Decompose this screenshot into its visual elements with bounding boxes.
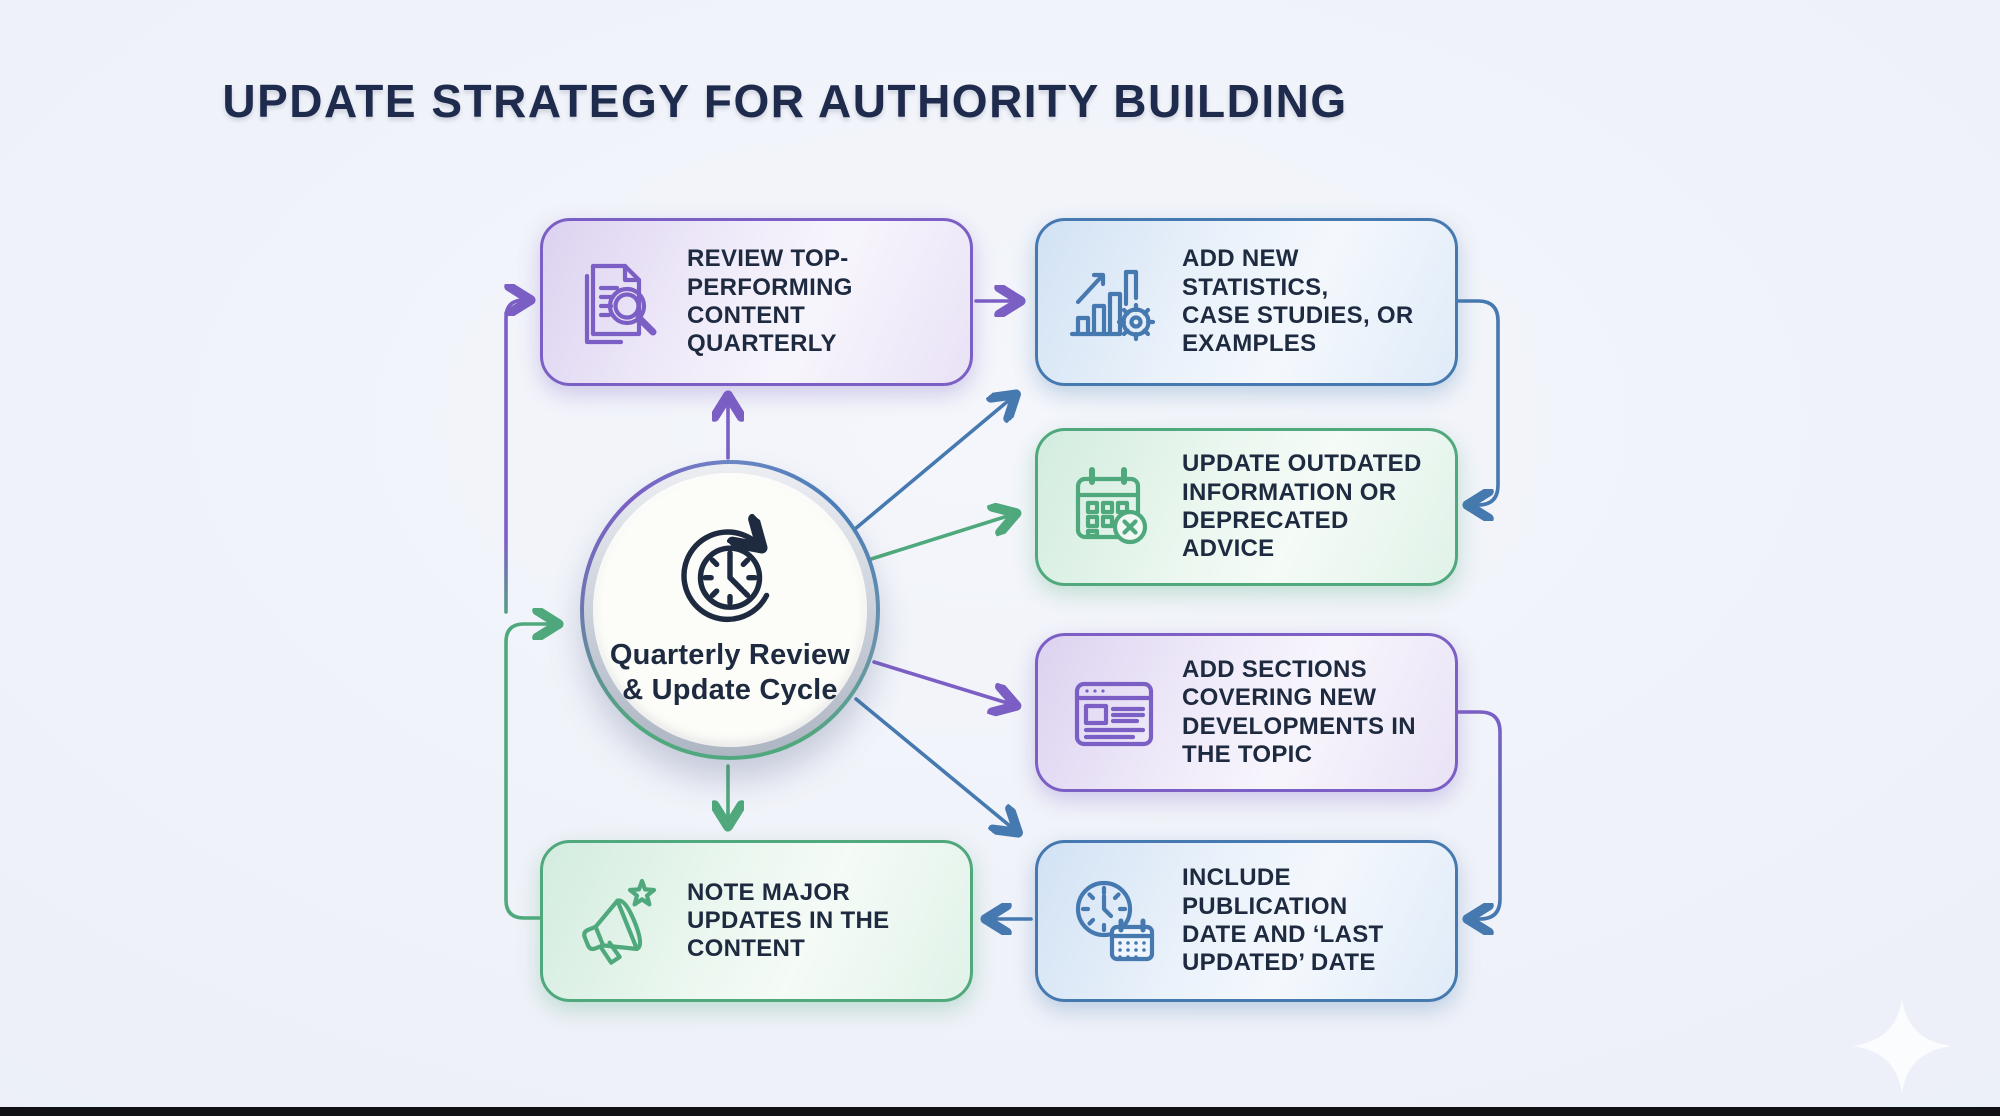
document-magnifier-icon <box>569 252 669 352</box>
arrow-sections-to-publication <box>1456 710 1502 919</box>
step-label: UPDATE OUTDATED INFORMATION OR DEPRECATE… <box>1182 450 1422 563</box>
arrow-loop-to-review <box>504 300 528 614</box>
arrow-hub-to-publication <box>854 697 1016 831</box>
sparkle-icon <box>1852 998 1952 1094</box>
step-label: REVIEW TOP- PERFORMING CONTENT QUARTERLY <box>687 245 853 358</box>
step-box-statistics: ADD NEW STATISTICS, CASE STUDIES, OR EXA… <box>1035 218 1458 386</box>
step-box-outdated: UPDATE OUTDATED INFORMATION OR DEPRECATE… <box>1035 428 1458 586</box>
chart-gear-icon <box>1064 252 1164 352</box>
step-box-sections: ADD SECTIONS COVERING NEW DEVELOPMENTS I… <box>1035 633 1458 792</box>
arrow-hub-to-sections <box>872 660 1014 705</box>
arrow-hub-to-outdated <box>866 514 1014 562</box>
clock-refresh-icon <box>681 514 770 623</box>
step-box-publication: INCLUDE PUBLICATION DATE AND ‘LAST UPDAT… <box>1035 840 1458 1002</box>
arrow-statistics-to-outdated <box>1456 299 1500 505</box>
page-title: UPDATE STRATEGY FOR AUTHORITY BUILDING <box>222 75 1348 127</box>
arrow-hub-to-statistics <box>847 396 1014 536</box>
bottom-edge-bar <box>0 1107 2000 1116</box>
step-label: ADD SECTIONS COVERING NEW DEVELOPMENTS I… <box>1182 655 1416 768</box>
calendar-x-icon <box>1064 457 1164 557</box>
step-label: NOTE MAJOR UPDATES IN THE CONTENT <box>687 878 890 963</box>
megaphone-star-icon <box>569 871 669 971</box>
hub-ring: Quarterly Review & Update Cycle <box>584 464 876 756</box>
hub-face: Quarterly Review & Update Cycle <box>593 473 867 747</box>
step-label: INCLUDE PUBLICATION DATE AND ‘LAST UPDAT… <box>1182 864 1384 977</box>
central-hub: Quarterly Review & Update Cycle <box>580 460 880 760</box>
step-label: ADD NEW STATISTICS, CASE STUDIES, OR EXA… <box>1182 245 1414 358</box>
webpage-icon <box>1064 663 1164 763</box>
clock-calendar-icon <box>1064 871 1164 971</box>
step-box-updates: NOTE MAJOR UPDATES IN THE CONTENT <box>540 840 973 1002</box>
step-box-review: REVIEW TOP- PERFORMING CONTENT QUARTERLY <box>540 218 973 386</box>
hub-label: Quarterly Review & Update Cycle <box>609 639 851 706</box>
